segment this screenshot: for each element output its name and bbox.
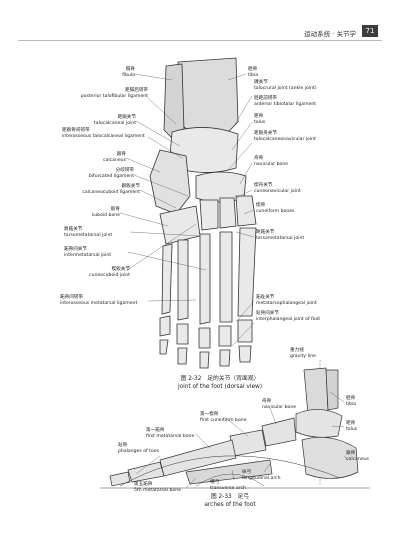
page-number: 71 — [362, 25, 378, 37]
figure-2-32-caption: 图 2-32 足的关节（背面观） joint of the foot (dors… — [150, 376, 290, 391]
running-title: 运动系统 · 关节学 — [304, 30, 356, 38]
caption-zh: 图 2-33 足弓 — [210, 494, 250, 500]
header-rule — [18, 40, 382, 41]
caption-zh: 图 2-32 足的关节（背面观） — [180, 376, 260, 382]
caption-en: joint of the foot (dorsal view) — [177, 383, 263, 390]
page-header: 运动系统 · 关节学 71 — [0, 0, 400, 50]
caption-en: arches of the foot — [204, 501, 256, 508]
figure-2-33-caption: 图 2-33 足弓 arches of the foot — [190, 494, 270, 509]
